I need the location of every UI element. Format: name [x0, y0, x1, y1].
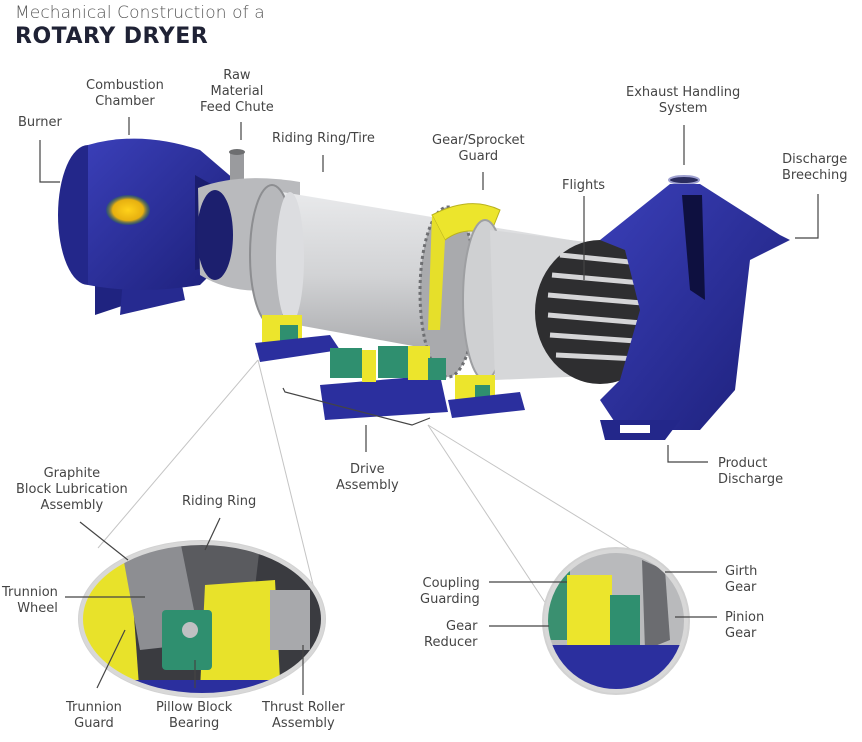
label-trunnion-wheel: Trunnion Wheel — [2, 585, 58, 616]
label-thrust-roller: Thrust Roller Assembly — [262, 700, 345, 731]
label-discharge-breeching: Discharge Breeching — [782, 152, 848, 183]
feed-chute — [229, 149, 245, 182]
drive-detail-view — [542, 547, 690, 695]
label-gear-sprocket-guard: Gear/Sprocket Guard — [432, 133, 525, 164]
label-trunnion-guard: Trunnion Guard — [66, 700, 122, 731]
label-exhaust-handling: Exhaust Handling System — [626, 85, 741, 116]
drive-assembly — [320, 346, 448, 420]
label-pillow-block: Pillow Block Bearing — [156, 700, 233, 731]
label-flights: Flights — [562, 178, 606, 193]
leader-lines — [39, 117, 819, 463]
label-riding-ring-tire: Riding Ring/Tire — [272, 131, 375, 146]
label-product-discharge: Product Discharge — [718, 456, 784, 487]
diagram-subtitle: Mechanical Construction of a — [15, 3, 265, 23]
trunnion-detail-view — [78, 540, 326, 698]
label-riding-ring: Riding Ring — [182, 494, 257, 509]
diagram-title: ROTARY DRYER — [15, 24, 209, 49]
label-feed-chute: Raw Material Feed Chute — [200, 68, 274, 115]
label-girth-gear: Girth Gear — [725, 564, 758, 595]
zoom-callout-lines — [97, 359, 641, 611]
flame-icon — [106, 195, 150, 225]
label-combustion-chamber: Combustion Chamber — [86, 78, 164, 109]
label-pinion-gear: Pinion Gear — [725, 610, 765, 641]
label-graphite-block: Graphite Block Lubrication Assembly — [16, 466, 128, 513]
label-drive-assembly: Drive Assembly — [336, 462, 399, 493]
label-coupling-guarding: Coupling Guarding — [420, 576, 480, 607]
label-burner: Burner — [18, 115, 62, 130]
trunnion-supports — [255, 315, 525, 418]
label-gear-reducer: Gear Reducer — [424, 619, 478, 650]
discharge-breeching — [600, 175, 790, 440]
